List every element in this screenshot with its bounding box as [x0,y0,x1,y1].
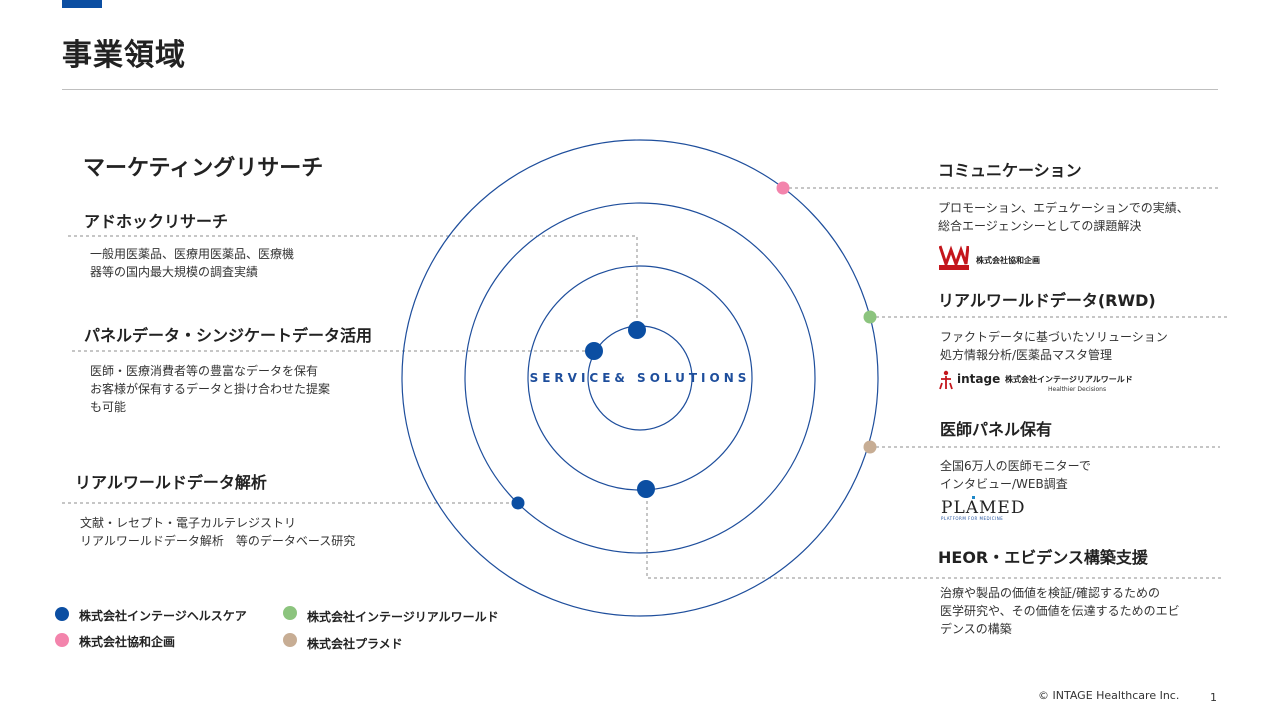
leader-adhoc [68,235,638,330]
rwd-analysis-desc: 文献・レセプト・電子カルテレジストリ リアルワールドデータ解析 等のデータベース… [80,516,356,548]
node-heor [637,480,655,498]
physician-panel-title: 医師パネル保有 [940,420,1053,439]
page-number: 1 [1210,691,1217,704]
legend-dot-kyowa [55,633,69,647]
intage-real-world-logo: intage 株式会社インテージリアルワールド Healthier Decisi… [938,370,1168,396]
marketing-research-heading: マーケティングリサーチ [83,156,324,181]
node-adhoc [628,321,646,339]
rwd-title: リアルワールドデータ(RWD) [938,291,1156,310]
heor-desc: 治療や製品の価値を検証/確認するための 医学研究や、その価値を伝達するためのエビ… [940,586,1180,636]
node-rwd-analysis [511,496,525,510]
ring-outer [401,139,879,617]
plamed-logo: PLAMED PLATFORM FOR MEDICINE [941,496,1026,521]
legend-label-kyowa: 株式会社協和企画 [79,635,176,649]
page-title: 事業領域 [62,38,186,73]
communication-desc: プロモーション、エデュケーションでの実績、 総合エージェンシーとしての課題解決 [938,201,1189,233]
panel-data-desc: 医師・医療消費者等の豊富なデータを保有 お客様が保有するデータと掛け合わせた提案… [90,364,331,414]
legend-label-real-world: 株式会社インテージリアルワールド [307,610,499,624]
plamed-dot-icon [972,496,975,499]
kyowa-kikaku-mark-icon [938,245,970,270]
node-rwd [863,310,877,324]
rwd-analysis-title: リアルワールドデータ解析 [75,473,267,492]
kyowa-kikaku-logo: 株式会社協和企画 [938,244,1049,270]
ring-third [464,202,816,554]
panel-data-title: パネルデータ・シンジケートデータ活用 [84,326,373,345]
rwd-desc: ファクトデータに基づいたソリューション 処方情報分析/医薬品マスタ管理 [940,330,1168,362]
legend-dot-real-world [283,606,297,620]
legend: 株式会社インテージヘルスケア 株式会社インテージリアルワールド 株式会社協和企画… [55,606,535,654]
physician-panel-desc: 全国6万人の医師モニターで インタビュー/WEB調査 [940,459,1091,491]
node-panel-data [585,342,603,360]
title-divider [62,89,1218,90]
copyright: © INTAGE Healthcare Inc. [1038,689,1180,702]
heor-title: HEOR・エビデンス構築支援 [938,548,1148,567]
adhoc-research-desc: 一般用医薬品、医療用医薬品、医療機 器等の国内最大規模の調査実績 [90,247,295,279]
center-label: SERVICE& SOLUTIONS [530,371,751,385]
intage-mark-icon [939,370,953,390]
adhoc-research-title: アドホックリサーチ [84,212,229,231]
legend-dot-plamed [283,633,297,647]
legend-label-plamed: 株式会社プラメド [307,637,403,651]
accent-bar [62,0,102,8]
node-communication [776,181,790,195]
legend-label-healthcare: 株式会社インテージヘルスケア [79,609,247,623]
node-physician-panel [863,440,877,454]
legend-dot-healthcare [55,607,69,621]
communication-title: コミュニケーション [938,161,1082,180]
